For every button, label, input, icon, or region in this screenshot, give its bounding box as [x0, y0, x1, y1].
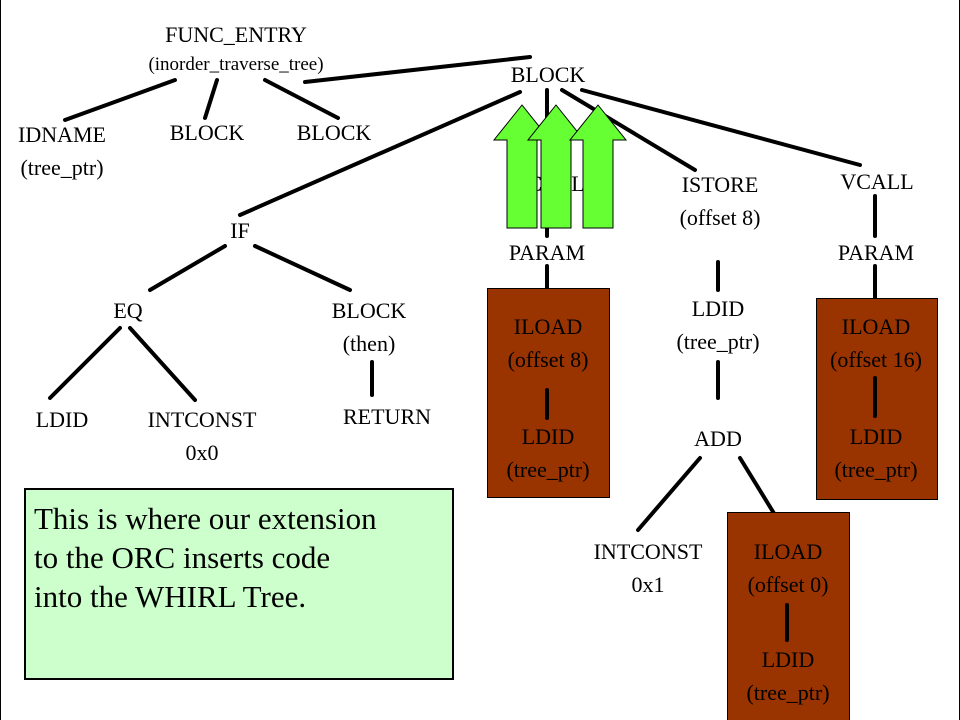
- istore-sub: (offset 8): [679, 205, 761, 230]
- iload-offset16-node: ILOAD (offset 16): [830, 310, 922, 376]
- ldid-istore-sub: (tree_ptr): [676, 329, 760, 354]
- iload-offset0-sub: (offset 0): [747, 572, 829, 597]
- eq-node: EQ: [113, 294, 142, 327]
- block-a-node: BLOCK: [170, 116, 245, 149]
- block-main-node: BLOCK: [511, 58, 586, 91]
- param-left-label: PARAM: [508, 240, 586, 265]
- edge-func-idname: [63, 78, 177, 122]
- idname-node: IDNAME (tree_ptr): [18, 118, 106, 184]
- iload-offset8-node: ILOAD (offset 8): [508, 310, 589, 376]
- ldid-eq-label: LDID: [35, 407, 89, 432]
- iload-offset8-sub: (offset 8): [507, 347, 589, 372]
- intconst-1-node: INTCONST 0x1: [594, 535, 703, 601]
- func-entry-node: FUNC_ENTRY (inorder_traverse_tree): [148, 18, 323, 80]
- edge-add-intconst: [636, 456, 702, 532]
- ldid-iload0-sub: (tree_ptr): [746, 680, 830, 705]
- idname-label: IDNAME: [18, 122, 106, 147]
- edge-if-eq: [148, 244, 227, 292]
- block-then-label: BLOCK: [331, 298, 407, 323]
- edge-main-istore: [560, 88, 697, 172]
- ldid-istore-label: LDID: [691, 296, 745, 321]
- if-node: IF: [230, 214, 250, 247]
- return-node: RETURN: [343, 400, 431, 433]
- edge-main-vcall-right: [580, 88, 862, 167]
- edge-eq-intconst: [128, 326, 197, 402]
- iload-offset0-highlight: [727, 512, 850, 720]
- callout-line-1: This is where our extension: [34, 501, 377, 536]
- iload-offset16-label: ILOAD: [841, 314, 911, 339]
- ldid-istore-node: LDID (tree_ptr): [676, 292, 759, 358]
- block-b-node: BLOCK: [297, 116, 372, 149]
- ldid-iload8-sub: (tree_ptr): [506, 457, 590, 482]
- intconst-0-sub: 0x0: [185, 440, 219, 465]
- edge-if-block-then: [253, 244, 352, 292]
- edge-eq-ldid: [48, 326, 122, 400]
- istore-label: ISTORE: [681, 172, 759, 197]
- iload-offset0-node: ILOAD (offset 0): [748, 535, 829, 601]
- istore-node: ISTORE (offset 8): [680, 168, 761, 234]
- block-b-label: BLOCK: [296, 120, 372, 145]
- intconst-1-label: INTCONST: [593, 539, 703, 564]
- ldid-iload16-label: LDID: [849, 424, 903, 449]
- ldid-eq-node: LDID: [36, 403, 89, 436]
- return-label: RETURN: [343, 404, 431, 429]
- block-then-sub: (then): [342, 331, 396, 356]
- intconst-0-node: INTCONST 0x0: [148, 403, 257, 469]
- ldid-iload8-node: LDID (tree_ptr): [506, 420, 589, 486]
- ldid-iload16-node: LDID (tree_ptr): [834, 420, 917, 486]
- param-right-node: PARAM: [838, 236, 914, 269]
- vcall-right-node: VCALL: [840, 165, 913, 198]
- up-arrow-icon: [568, 104, 628, 229]
- add-label: ADD: [694, 426, 742, 451]
- if-label: IF: [230, 218, 250, 243]
- func-entry-label: FUNC_ENTRY: [165, 22, 307, 47]
- block-then-node: BLOCK (then): [332, 294, 407, 360]
- iload-offset16-sub: (offset 16): [830, 347, 922, 372]
- edge-add-iload0: [738, 456, 777, 517]
- iload-offset0-label: ILOAD: [753, 539, 823, 564]
- block-main-label: BLOCK: [510, 62, 586, 87]
- param-left-node: PARAM: [509, 236, 585, 269]
- edge-main-if: [238, 90, 522, 217]
- block-a-label: BLOCK: [169, 120, 245, 145]
- eq-label: EQ: [113, 298, 143, 323]
- intconst-1-sub: 0x1: [631, 572, 665, 597]
- edge-func-block-b: [263, 78, 340, 120]
- extension-callout: This is where our extension to the ORC i…: [24, 488, 454, 680]
- callout-line-2: to the ORC inserts code: [34, 539, 331, 575]
- edge-func-block-a: [203, 78, 219, 120]
- callout-line-3: into the WHIRL Tree.: [34, 578, 307, 614]
- edge-func-block-main: [303, 55, 532, 84]
- func-entry-sub: (inorder_traverse_tree): [148, 54, 324, 75]
- intconst-0-label: INTCONST: [147, 407, 257, 432]
- add-node: ADD: [694, 422, 742, 455]
- idname-sub: (tree_ptr): [20, 155, 104, 180]
- ldid-iload0-label: LDID: [761, 647, 815, 672]
- ldid-iload16-sub: (tree_ptr): [834, 457, 918, 482]
- iload-offset8-label: ILOAD: [513, 314, 583, 339]
- vcall-right-label: VCALL: [840, 169, 914, 194]
- ldid-iload8-label: LDID: [521, 424, 575, 449]
- param-right-label: PARAM: [837, 240, 915, 265]
- ldid-iload0-node: LDID (tree_ptr): [746, 643, 829, 709]
